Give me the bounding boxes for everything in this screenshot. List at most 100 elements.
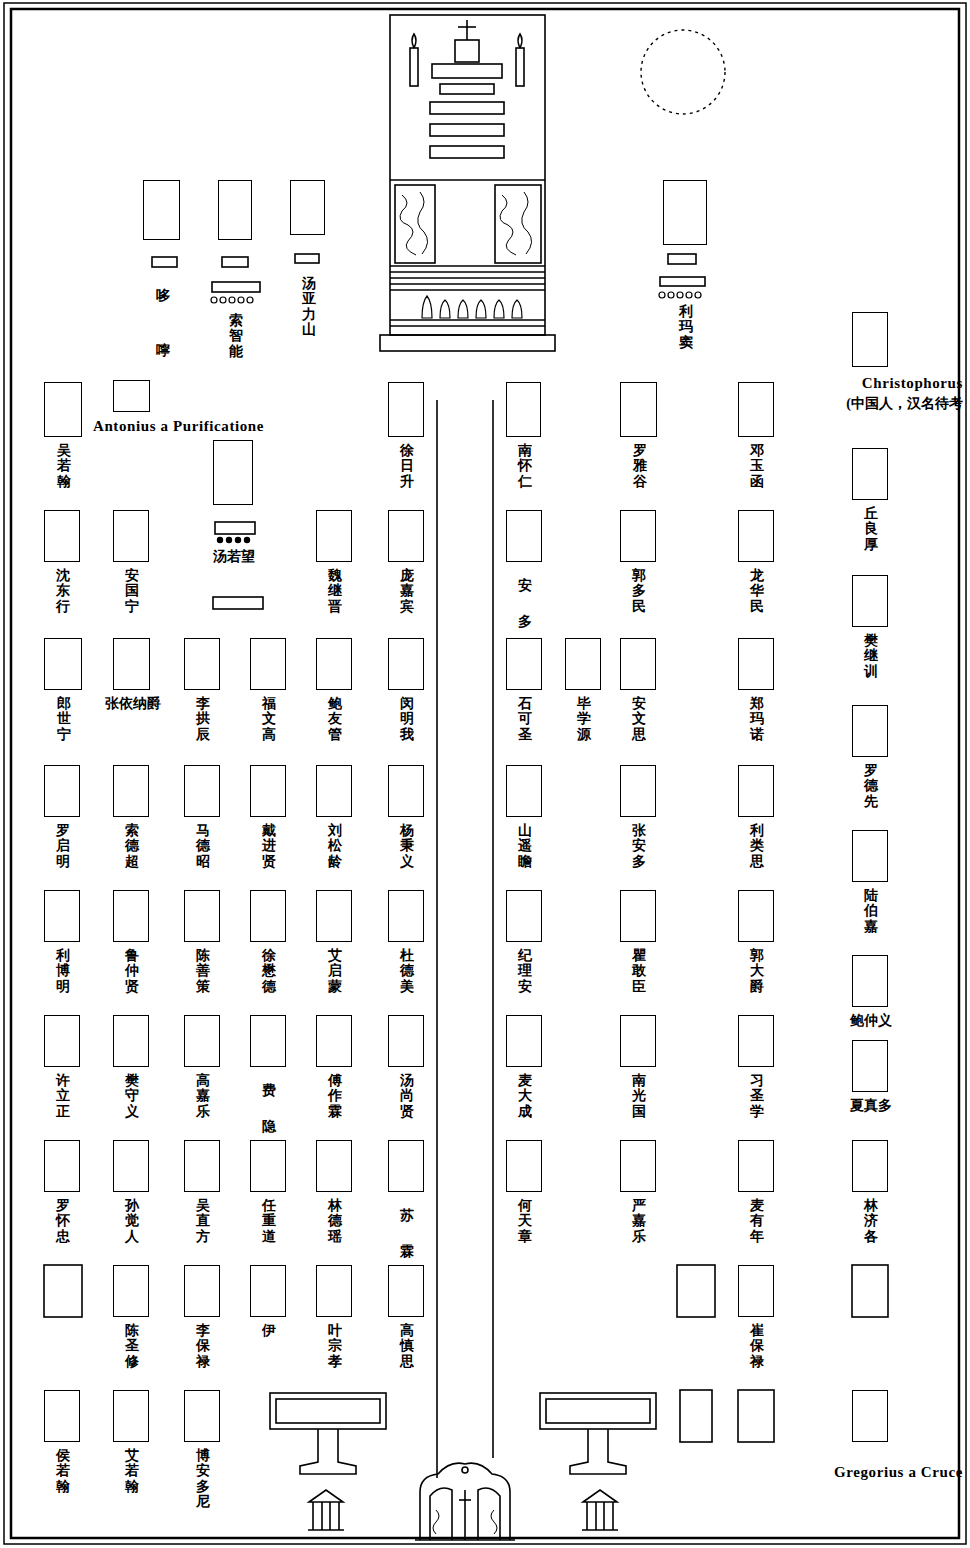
tomb-box: 孙觉人 <box>113 1140 149 1192</box>
name-label: 艾启蒙 <box>328 948 342 994</box>
tomb-box: 费隐 <box>250 1015 286 1067</box>
name-label: 吴直方 <box>196 1198 210 1244</box>
tomb-box: 张安多 <box>620 765 656 817</box>
tomb-box: 艾若翰 <box>113 1390 149 1442</box>
name-label: 樊继训 <box>864 633 878 679</box>
tomb-box: 陈善策 <box>184 890 220 942</box>
name-label: 沈东行 <box>56 568 70 614</box>
unnamed-tomb <box>44 1265 888 1442</box>
tomb-box: 崔保禄 <box>738 1265 774 1317</box>
name-label: Christophorus <box>862 374 963 392</box>
tomb-box: 鲁仲贤 <box>113 890 149 942</box>
name-label: 鲍友管 <box>328 696 342 742</box>
tomb-box: 高嘉乐 <box>184 1015 220 1067</box>
tomb-box: 戴进贤 <box>250 765 286 817</box>
tomb-box: 罗雅谷 <box>620 382 657 437</box>
name-label: 索德超 <box>125 823 139 869</box>
name-label: 高嘉乐 <box>196 1073 210 1119</box>
tomb-box: 利类思 <box>738 765 774 817</box>
name-label: 马德昭 <box>196 823 210 869</box>
tomb-box: 鲍仲义 <box>852 955 888 1007</box>
name-label: 张依纳爵 <box>105 696 161 713</box>
name-label: 山遥瞻 <box>518 823 532 869</box>
name-label: 何天章 <box>518 1198 532 1244</box>
tomb-box: 吴若翰 <box>44 382 82 437</box>
name-label: 利类思 <box>750 823 764 869</box>
tomb-box: 索德超 <box>113 765 149 817</box>
tomb-box: 郑玛诺 <box>738 638 774 690</box>
tomb-box: 张依纳爵 <box>113 638 150 690</box>
tomb-box: 叶宗孝 <box>316 1265 352 1317</box>
name-label: 任重道 <box>262 1198 276 1244</box>
tomb-box: Antonius a Purificatione <box>113 380 150 412</box>
tomb-box: 石可圣 <box>506 638 542 690</box>
tomb-box: 龙华民 <box>738 510 774 562</box>
tomb-box: 陈圣修 <box>113 1265 149 1317</box>
name-label: 邓玉函 <box>750 443 764 489</box>
name-label: Antonius a Purificatione <box>93 417 264 435</box>
name-label: 郭多民 <box>632 568 646 614</box>
tomb-box: 利玛窦 <box>663 180 707 245</box>
name-label: 哆嚀 <box>156 269 170 378</box>
tomb-box: 高慎思 <box>388 1265 424 1317</box>
tomb-box: 侯若翰 <box>44 1390 80 1442</box>
tomb-box: 陆伯嘉 <box>852 830 888 882</box>
tomb-box: 吴直方 <box>184 1140 220 1192</box>
name-label: 纪理安 <box>518 948 532 994</box>
name-label: 郭大爵 <box>750 948 764 994</box>
name-label: 陈善策 <box>196 948 210 994</box>
name-label: 费隐 <box>262 1073 276 1146</box>
tomb-box: 艾启蒙 <box>316 890 352 942</box>
name-label: 利玛窦 <box>679 304 693 350</box>
name-label: 高慎思 <box>400 1323 414 1369</box>
tomb-box: 夏真多 <box>852 1040 888 1092</box>
name-label: 许立正 <box>56 1073 70 1119</box>
name-label: 习圣学 <box>750 1073 764 1119</box>
name-label: 鲁仲贤 <box>125 948 139 994</box>
name-label: 龙华民 <box>750 568 764 614</box>
name-label: 博安多尼 <box>196 1448 210 1510</box>
gate <box>415 1463 515 1540</box>
tomb-box: 纪理安 <box>506 890 542 942</box>
tomb-box: 福文高 <box>250 638 286 690</box>
tomb-box: 刘松龄 <box>316 765 352 817</box>
tomb-box: 山遥瞻 <box>506 765 542 817</box>
tomb-box: 徐日升 <box>388 382 424 437</box>
name-label: 麦有年 <box>750 1198 764 1244</box>
name-label: 安文思 <box>632 696 646 742</box>
name-label: 南怀仁 <box>518 443 532 489</box>
tomb-box: 汤若望 <box>213 440 253 505</box>
tomb-box: 汤亚力山 <box>290 180 325 235</box>
tomb-box: 闵明我 <box>388 638 424 690</box>
tomb-box: 丘良厚 <box>852 448 888 500</box>
name-label: 福文高 <box>262 696 276 742</box>
tomb-box: 樊继训 <box>852 575 888 627</box>
name-label: 陆伯嘉 <box>864 888 878 934</box>
name-label: 李保禄 <box>196 1323 210 1369</box>
tomb-box: 杨秉义 <box>388 765 424 817</box>
name-label: 郎世宁 <box>57 696 71 742</box>
name-label: 罗雅谷 <box>633 443 647 489</box>
frame <box>4 3 966 1544</box>
name-label: 汤尚贤 <box>400 1073 414 1119</box>
name-label: 魏继晋 <box>328 568 342 614</box>
name-label: Gregorius a Cruce <box>834 1463 963 1481</box>
tomb-box: 何天章 <box>506 1140 542 1192</box>
name-label: 罗德先 <box>864 763 878 809</box>
tomb-box: 苏霖 <box>388 1140 424 1192</box>
tomb-box: Gregorius a Cruce <box>852 1390 888 1442</box>
path-line <box>436 400 438 1478</box>
tomb-box: 李保禄 <box>184 1265 220 1317</box>
name-label: 麦大成 <box>518 1073 532 1119</box>
name-label: 鲍仲义 <box>850 1013 892 1030</box>
name-label: 李拱辰 <box>196 696 210 742</box>
tomb-box: 安文思 <box>620 638 656 690</box>
name-label: 艾若翰 <box>125 1448 139 1494</box>
tomb-box: 林德瑶 <box>316 1140 352 1192</box>
tomb-box: 习圣学 <box>738 1015 774 1067</box>
tomb-box: 瞿敢臣 <box>620 890 656 942</box>
tomb-box: 南光国 <box>620 1015 656 1067</box>
tomb-box: 马德昭 <box>184 765 220 817</box>
tomb-box: 郭多民 <box>620 510 656 562</box>
tomb-box: 沈东行 <box>44 510 80 562</box>
